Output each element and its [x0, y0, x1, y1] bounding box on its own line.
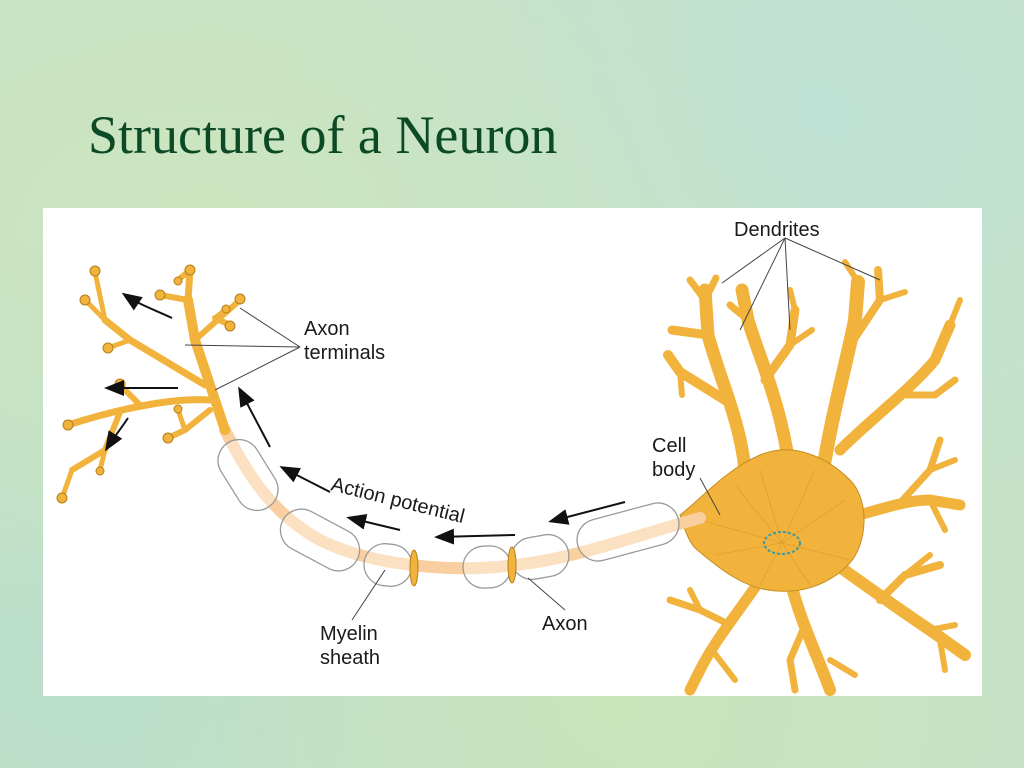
label-myelin-sheath-line2: sheath — [320, 647, 380, 669]
arrow-icon — [238, 386, 271, 448]
myelin-segment — [279, 508, 361, 572]
label-axon-terminals-line2: terminals — [304, 342, 385, 364]
label-cell-body-line2: body — [652, 459, 695, 481]
arrow-icon — [346, 513, 401, 531]
neuron-diagram: Dendrites Axon terminals Cell body Actio… — [43, 208, 982, 696]
slide-title: Structure of a Neuron — [88, 105, 558, 165]
terminal-buttons — [56, 264, 246, 504]
arrow-icon — [121, 292, 173, 319]
label-myelin-sheath-line1: Myelin — [320, 623, 378, 645]
myelin-segment — [217, 438, 279, 512]
label-axon: Axon — [542, 613, 588, 635]
label-cell-body-line1: Cell — [652, 435, 686, 457]
leader-lines — [184, 237, 881, 621]
cell-body — [679, 449, 865, 592]
cell-body-texture — [699, 469, 851, 586]
myelin-segment — [576, 502, 680, 562]
myelin-sheath-segments — [217, 438, 680, 589]
nucleus — [763, 531, 801, 555]
myelin-segment — [363, 543, 413, 587]
arrow-icon — [104, 417, 129, 452]
label-dendrites: Dendrites — [734, 219, 820, 241]
arrow-icon — [434, 528, 516, 545]
arrow-icon — [279, 466, 331, 493]
arrow-icon — [548, 501, 626, 525]
axon-terminals — [59, 266, 243, 501]
myelin-segment — [462, 545, 512, 589]
label-axon-terminals-line1: Axon — [304, 318, 350, 340]
action-potential-arrows — [104, 292, 626, 545]
label-action-potential: Action potential — [329, 474, 467, 528]
nodes-of-ranvier — [409, 546, 517, 587]
myelin-segment — [510, 533, 570, 581]
neuron-svg: Dendrites Axon terminals Cell body Actio… — [56, 219, 971, 696]
